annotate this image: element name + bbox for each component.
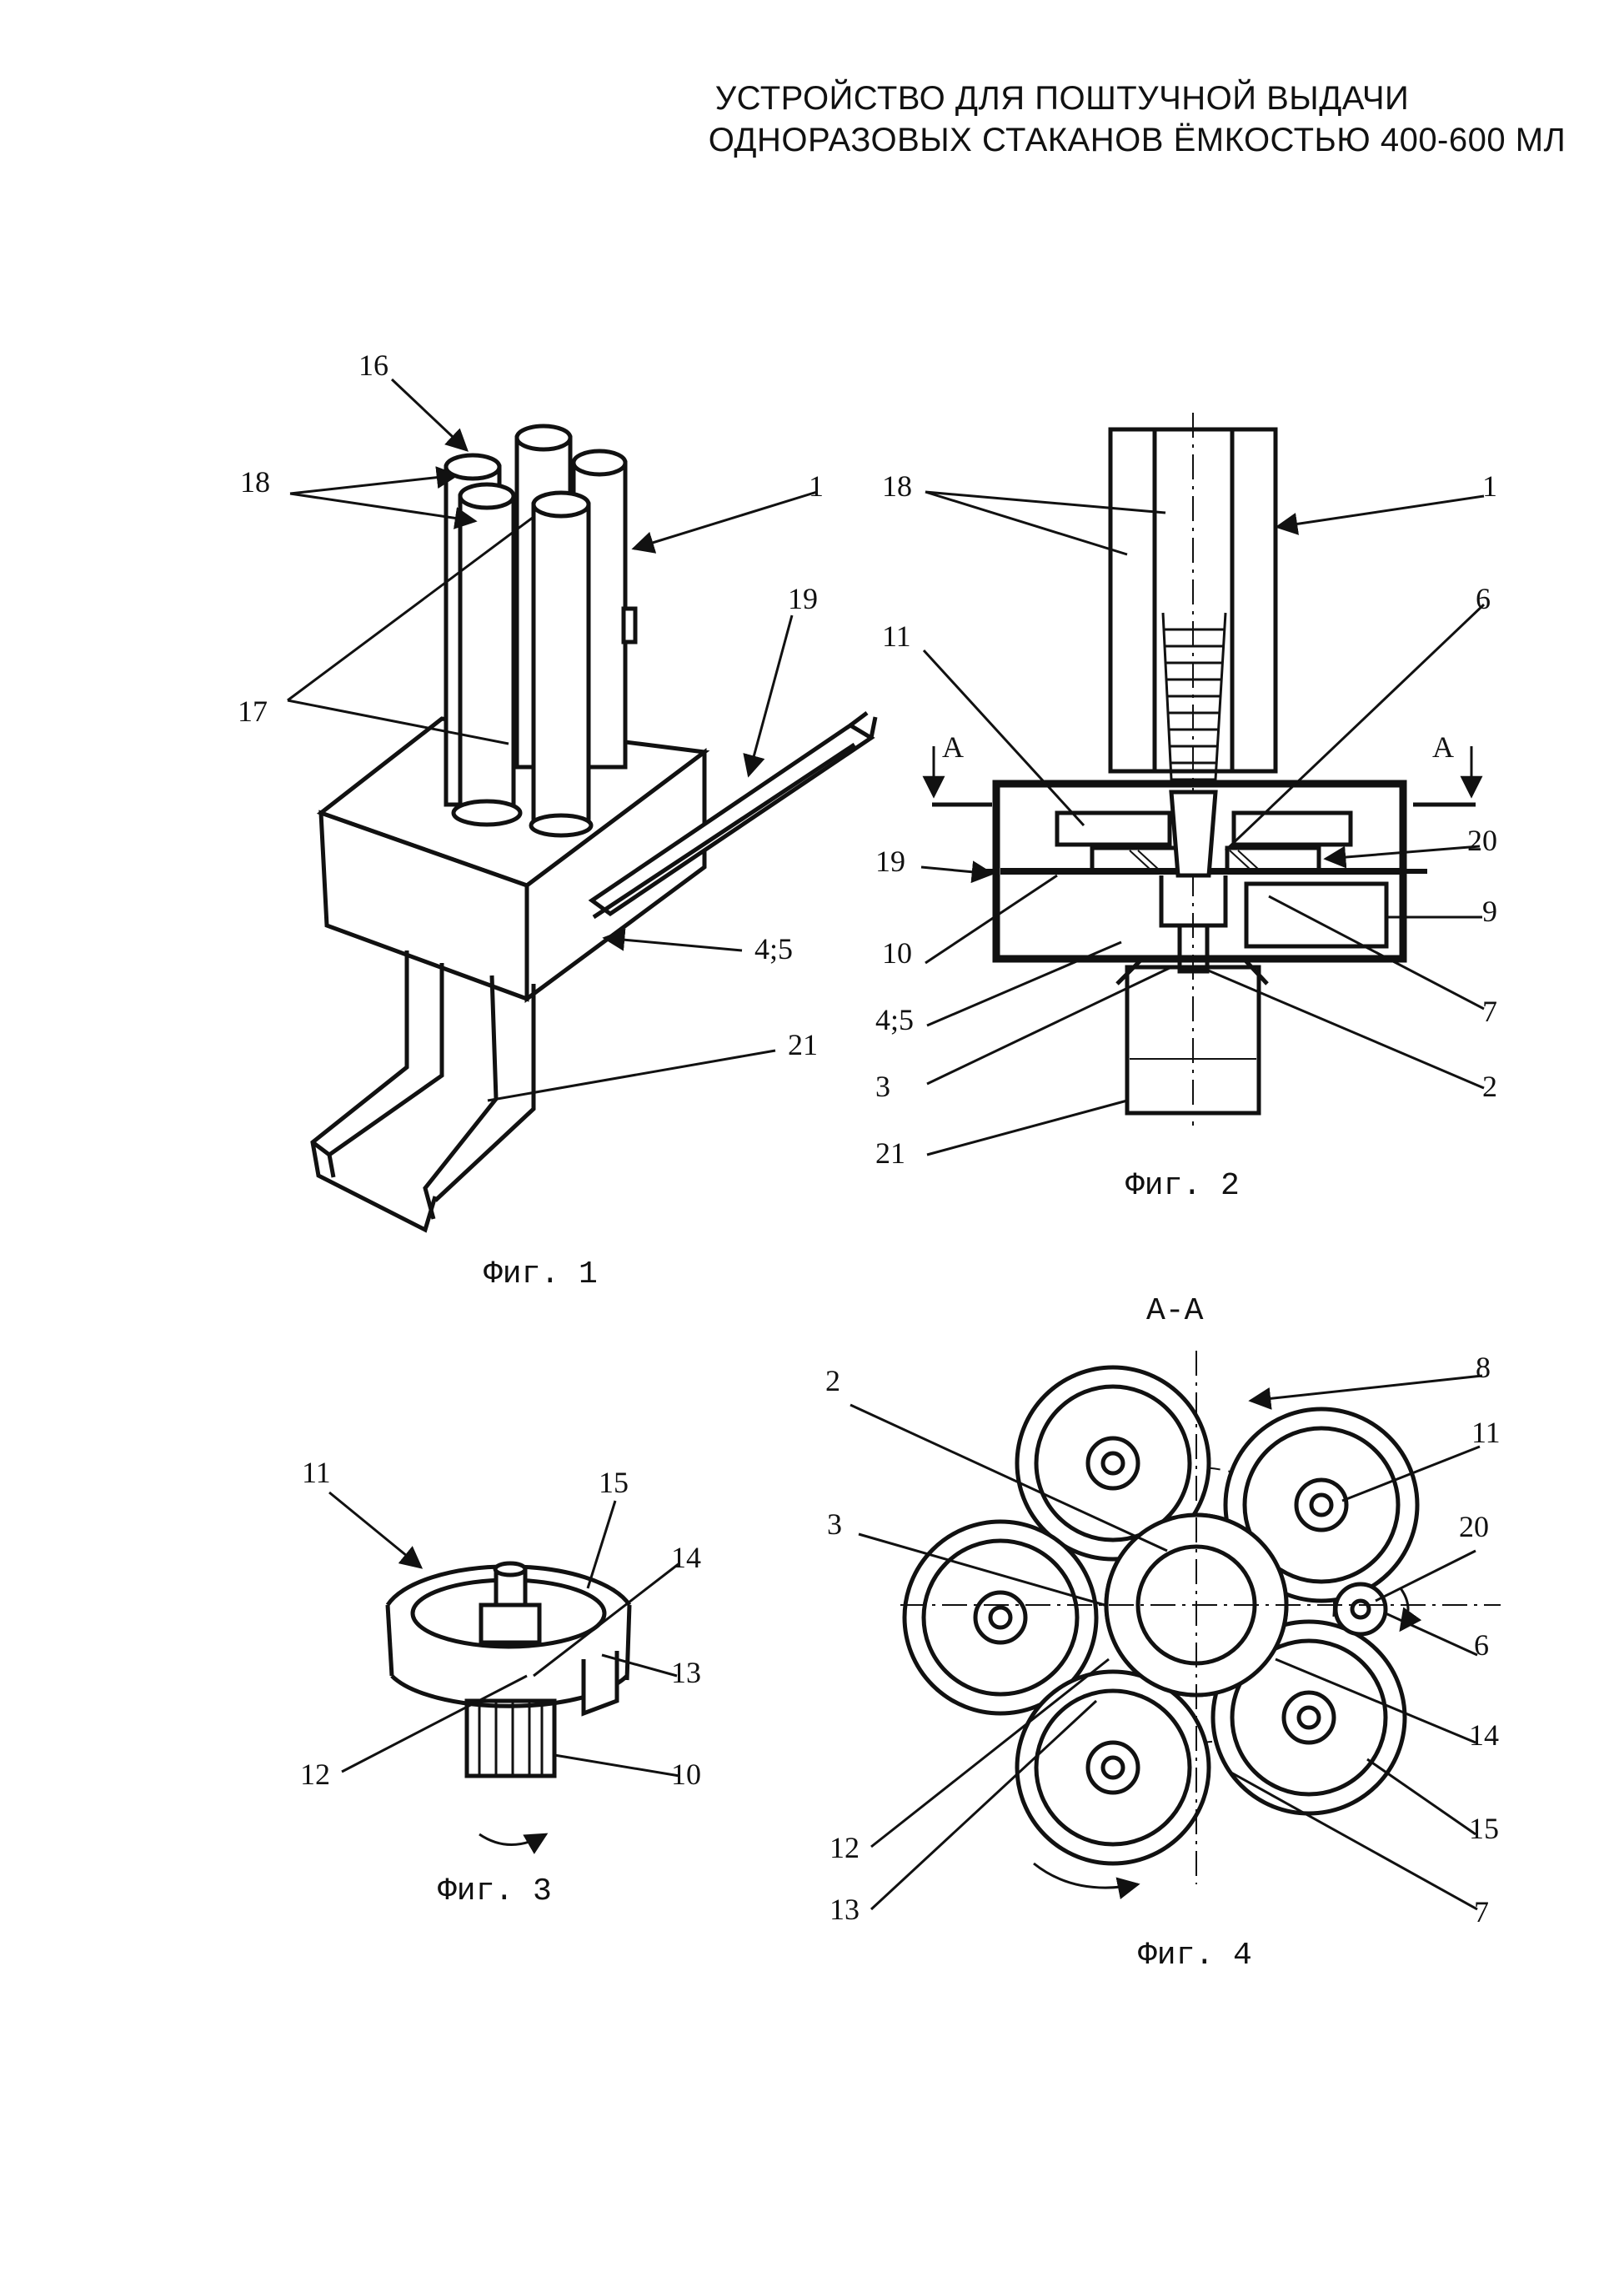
fig4-label-14: 14: [1469, 1718, 1499, 1752]
fig1-label-16: 16: [358, 349, 388, 382]
fig1-label-17: 17: [238, 695, 268, 728]
title-line-2: ОДНОРАЗОВЫХ СТАКАНОВ ЁМКОСТЬЮ 400-600 МЛ: [708, 122, 1566, 158]
fig4-label-3: 3: [827, 1507, 842, 1541]
fig1-label-4-5: 4;5: [754, 932, 793, 965]
magazine-tubes-18: [444, 424, 628, 838]
fig2-label-19: 19: [875, 845, 905, 878]
chute-21: [310, 950, 536, 1233]
fig1-label-19: 19: [788, 582, 818, 615]
fig1-caption: Фиг. 1: [484, 1256, 598, 1292]
fig4-caption: Фиг. 4: [1138, 1938, 1252, 1974]
fig3-label-14: 14: [671, 1541, 701, 1574]
drive-gear-20: [1333, 1582, 1388, 1637]
fig1-leaders: [287, 378, 818, 1102]
fig2-label-9: 9: [1482, 895, 1497, 928]
fig2-label-4-5: 4;5: [875, 1003, 914, 1036]
fig4-label-8: 8: [1476, 1351, 1491, 1384]
fig3-label-15: 15: [599, 1466, 629, 1499]
fig3-label-11: 11: [302, 1456, 331, 1489]
pinion-10: [464, 1698, 557, 1778]
fig2-label-6: 6: [1476, 582, 1491, 615]
output-chute-21: [1125, 965, 1261, 1116]
figure-1: [287, 378, 878, 1233]
fig4-label-6: 6: [1474, 1628, 1489, 1662]
fig4-label-20: 20: [1459, 1510, 1489, 1543]
fig2-label-3: 3: [875, 1070, 890, 1103]
fig3-caption: Фиг. 3: [438, 1873, 552, 1909]
fig2-label-1: 1: [1482, 469, 1497, 503]
rotor-top-right: [1223, 1407, 1420, 1603]
cup-stack: [1161, 612, 1227, 781]
fig4-label-12: 12: [830, 1831, 860, 1864]
title-line-1: УСТРОЙСТВО ДЛЯ ПОШТУЧНОЙ ВЫДАЧИ: [714, 80, 1410, 117]
fig2-label-11: 11: [882, 619, 911, 653]
fig1-label-1: 1: [809, 469, 824, 503]
fig3-leaders: [328, 1491, 680, 1778]
fig2-label-7: 7: [1482, 995, 1497, 1028]
fig4-label-15: 15: [1469, 1812, 1499, 1845]
fig3-label-12: 12: [300, 1758, 330, 1791]
fig3-label-13: 13: [671, 1656, 701, 1689]
rotor-11-right: [1231, 810, 1353, 847]
rotor-11-left: [1055, 810, 1172, 847]
fig3-label-10: 10: [671, 1758, 701, 1791]
fig4-label-13: 13: [830, 1893, 860, 1926]
fig4-section-label: A-A: [1146, 1293, 1204, 1329]
fig4-leaders: [850, 1374, 1483, 1911]
fig2-label-A-right: A: [1432, 730, 1454, 764]
hatch: [1129, 850, 1260, 870]
bracket: [621, 606, 638, 644]
fig1-label-21: 21: [788, 1028, 818, 1061]
fig2-caption: Фиг. 2: [1125, 1168, 1240, 1204]
fig2-label-21: 21: [875, 1136, 905, 1170]
fig2-label-2: 2: [1482, 1070, 1497, 1103]
fig4-label-7: 7: [1474, 1895, 1489, 1928]
section-marks: [922, 746, 1483, 807]
figure-2: [920, 413, 1486, 1156]
figure-1-labels: 16 18 1 19 17 4;5 21 Фиг. 1: [238, 349, 824, 1292]
rotor-top: [1015, 1365, 1211, 1562]
motor-box-9: [1244, 881, 1389, 949]
fig2-label-A-left: A: [942, 730, 964, 764]
fig2-label-10: 10: [882, 936, 912, 970]
fig1-label-18: 18: [240, 465, 270, 499]
fig4-label-2: 2: [825, 1364, 840, 1397]
guide-rail-19: [588, 711, 878, 920]
gear-right: [1225, 845, 1321, 874]
fig2-label-20: 20: [1467, 824, 1497, 857]
rotation-arrow: [479, 1833, 549, 1854]
figure-3: [328, 1491, 680, 1854]
figure-4-labels: 2 8 11 20 3 6 14 15 12 13 7 Фиг. 4: [825, 1351, 1501, 1974]
fig4-label-11: 11: [1471, 1416, 1501, 1449]
fig2-leaders: [920, 490, 1486, 1156]
figure-3-labels: 11 15 14 13 12 10 Фиг. 3: [300, 1456, 701, 1909]
figure-4: [850, 1351, 1501, 1911]
figure-2-labels: 18 1 11 6 A A 19 20 9 10 4;5 7 3 2 21 Фи…: [875, 469, 1497, 1204]
fig2-label-18: 18: [882, 469, 912, 503]
rotor-left: [902, 1519, 1099, 1716]
rotor-bottom: [1015, 1669, 1211, 1866]
